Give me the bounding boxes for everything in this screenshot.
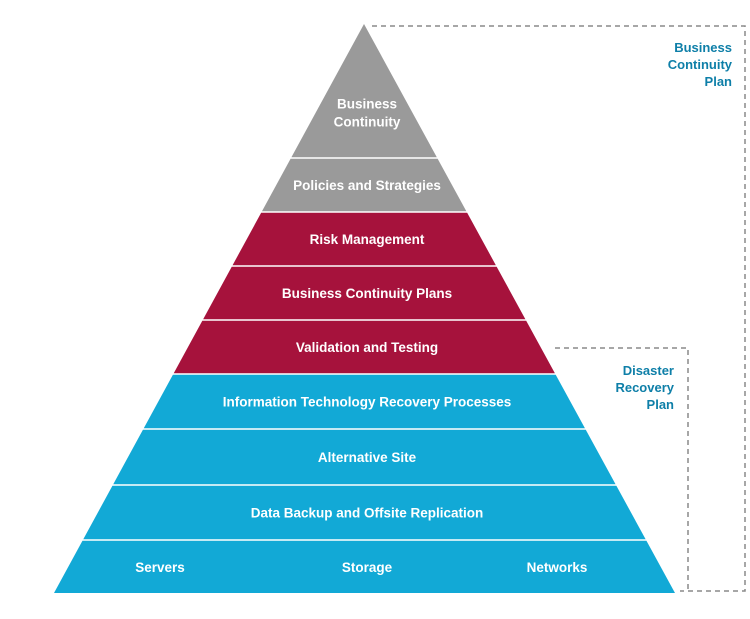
base-item-servers: Servers: [135, 560, 185, 575]
base-item-storage: Storage: [342, 560, 393, 575]
tier-validation-and-testing: [173, 320, 555, 374]
tier-business-continuity: [291, 24, 437, 158]
tier-policies-and-strategies-label: Policies and Strategies: [293, 178, 441, 193]
disaster-recovery-plan-label: Disaster Recovery Plan: [615, 363, 674, 412]
tier-business-continuity-label: Continuity: [334, 115, 401, 130]
tier-business-continuity-plans: [203, 266, 526, 320]
tier-business-continuity-plans-label: Business Continuity Plans: [282, 286, 452, 301]
tier-business-continuity-label: Business: [337, 97, 397, 112]
tier-information-technology-recovery-processes-label: Information Technology Recovery Processe…: [223, 395, 512, 410]
tier-infrastructure: [54, 540, 675, 593]
tier-risk-management: [232, 212, 496, 266]
tier-information-technology-recovery-processes: [143, 374, 585, 429]
tier-data-backup-and-offsite-replication: [83, 485, 646, 540]
tier-alternative-site: [113, 429, 616, 485]
tier-risk-management-label: Risk Management: [310, 232, 425, 247]
tier-data-backup-and-offsite-replication-label: Data Backup and Offsite Replication: [251, 506, 484, 521]
business-continuity-plan-label: Business Continuity Plan: [667, 40, 732, 89]
tier-policies-and-strategies: [261, 158, 467, 212]
base-item-networks: Networks: [527, 560, 588, 575]
tier-validation-and-testing-label: Validation and Testing: [296, 340, 438, 355]
tier-alternative-site-label: Alternative Site: [318, 450, 417, 465]
